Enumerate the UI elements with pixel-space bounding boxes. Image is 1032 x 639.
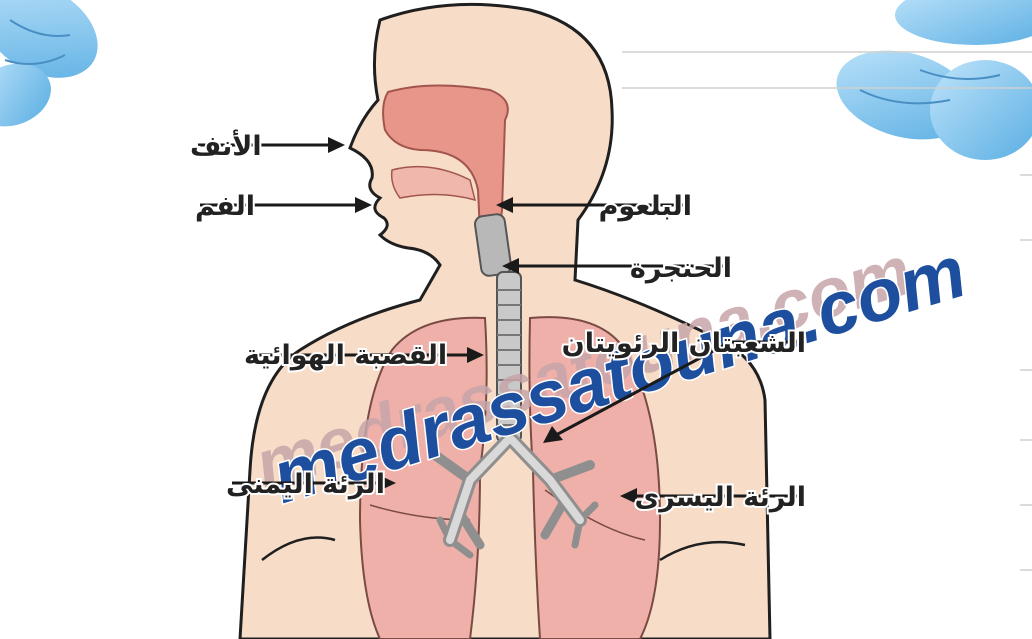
label-bronchi: الشعبتان الرئويتان [562, 328, 806, 359]
flower-decoration-right [827, 0, 1032, 160]
label-pharynx: البلعوم [599, 191, 692, 222]
label-mouth: الفم [195, 191, 255, 222]
flower-decoration-left [0, 0, 115, 137]
label-nose: الأنف [190, 129, 262, 162]
label-larynx: الحنجرة [630, 253, 732, 284]
label-left-lung: الرئة اليسرى [634, 482, 806, 513]
label-right-lung: الرئة اليمنى [226, 469, 385, 500]
label-trachea: القصبة الهوائية [244, 340, 447, 371]
